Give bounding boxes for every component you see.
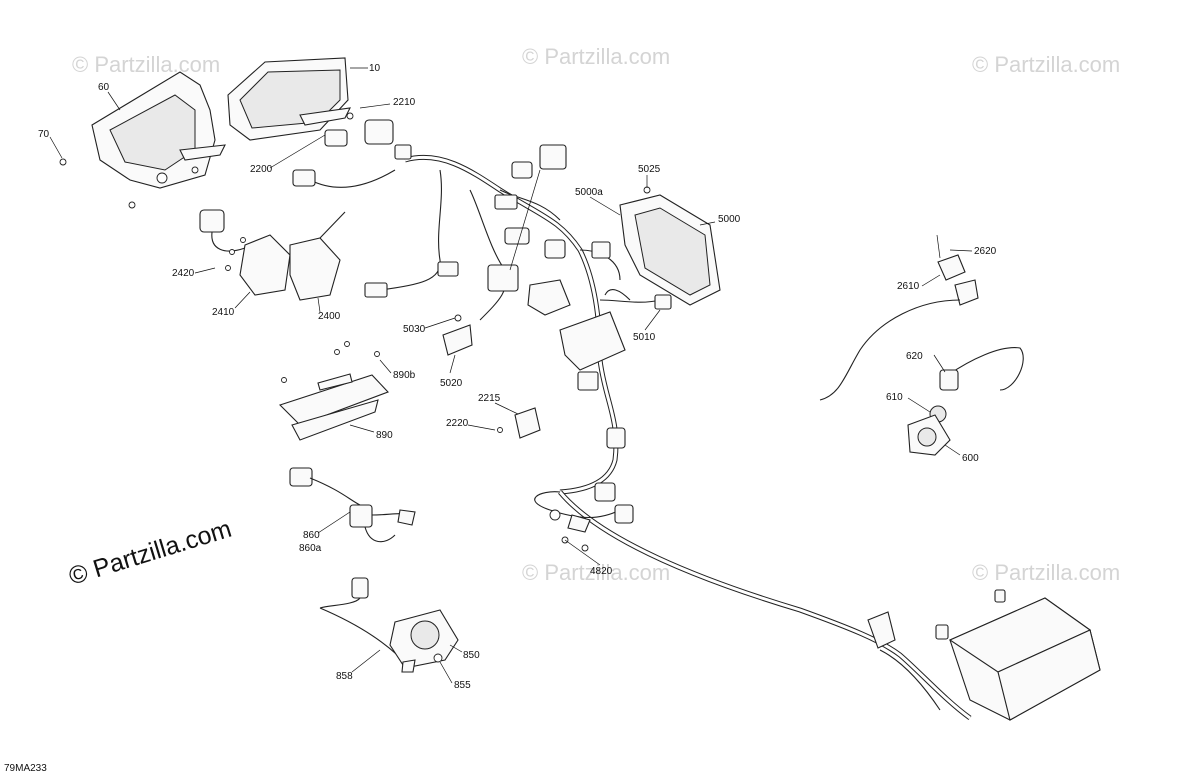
watermark: © Partzilla.com xyxy=(522,44,670,69)
harness-connectors xyxy=(364,144,634,552)
leader-lines xyxy=(49,67,973,684)
callout-860: 860 xyxy=(303,530,320,541)
instrument-bezel xyxy=(59,71,226,209)
callout-2215: 2215 xyxy=(478,393,501,404)
callout-2610: 2610 xyxy=(897,281,920,292)
callout-890: 890 xyxy=(376,430,393,441)
callout-4820: 4820 xyxy=(590,566,613,577)
instrument-cluster xyxy=(227,57,351,141)
callout-5020: 5020 xyxy=(440,378,463,389)
watermark: © Partzilla.com xyxy=(522,560,670,585)
callout-600: 600 xyxy=(962,453,979,464)
harness-bracket xyxy=(442,314,473,356)
callout-5000: 5000 xyxy=(718,214,741,225)
callout-855: 855 xyxy=(454,680,471,691)
callout-2410: 2410 xyxy=(212,307,235,318)
callout-890b: 890b xyxy=(393,370,416,381)
callout-850: 850 xyxy=(463,650,480,661)
callout-5010: 5010 xyxy=(633,332,656,343)
ecu-module xyxy=(604,186,721,310)
watermark: © Partzilla.com xyxy=(972,560,1120,585)
callout-860a: 860a xyxy=(299,543,322,554)
watermark: © Partzilla.com xyxy=(72,52,220,77)
callout-2620: 2620 xyxy=(974,246,997,257)
callout-5000a: 5000a xyxy=(575,187,603,198)
callout-2220: 2220 xyxy=(446,418,469,429)
switch-assembly-850 xyxy=(319,577,459,673)
tray xyxy=(278,341,389,441)
callout-2200: 2200 xyxy=(250,164,273,175)
callout-610: 610 xyxy=(886,392,903,403)
callout-60: 60 xyxy=(98,82,110,93)
callout-5030: 5030 xyxy=(403,324,426,335)
callout-858: 858 xyxy=(336,671,353,682)
key-switch-assembly xyxy=(819,234,1024,456)
watermark-main: © Partzilla.com xyxy=(66,515,235,591)
battery xyxy=(867,589,1101,721)
sub-harness-860 xyxy=(289,467,416,543)
callout-10: 10 xyxy=(369,63,381,74)
callout-labels: 10 60 70 2210 2200 2420 2410 2400 5025 5… xyxy=(38,63,997,691)
watermark: © Partzilla.com xyxy=(972,52,1120,77)
callout-2210: 2210 xyxy=(393,97,416,108)
reference-code: 79MA233 xyxy=(4,763,47,774)
callout-2400: 2400 xyxy=(318,311,341,322)
callout-5025: 5025 xyxy=(638,164,661,175)
cluster-connectors xyxy=(292,112,412,187)
sensor xyxy=(497,407,541,439)
callout-620: 620 xyxy=(906,351,923,362)
handlebar-switches xyxy=(199,209,346,301)
callout-2420: 2420 xyxy=(172,268,195,279)
callout-70: 70 xyxy=(38,129,50,140)
main-harness xyxy=(309,154,972,721)
